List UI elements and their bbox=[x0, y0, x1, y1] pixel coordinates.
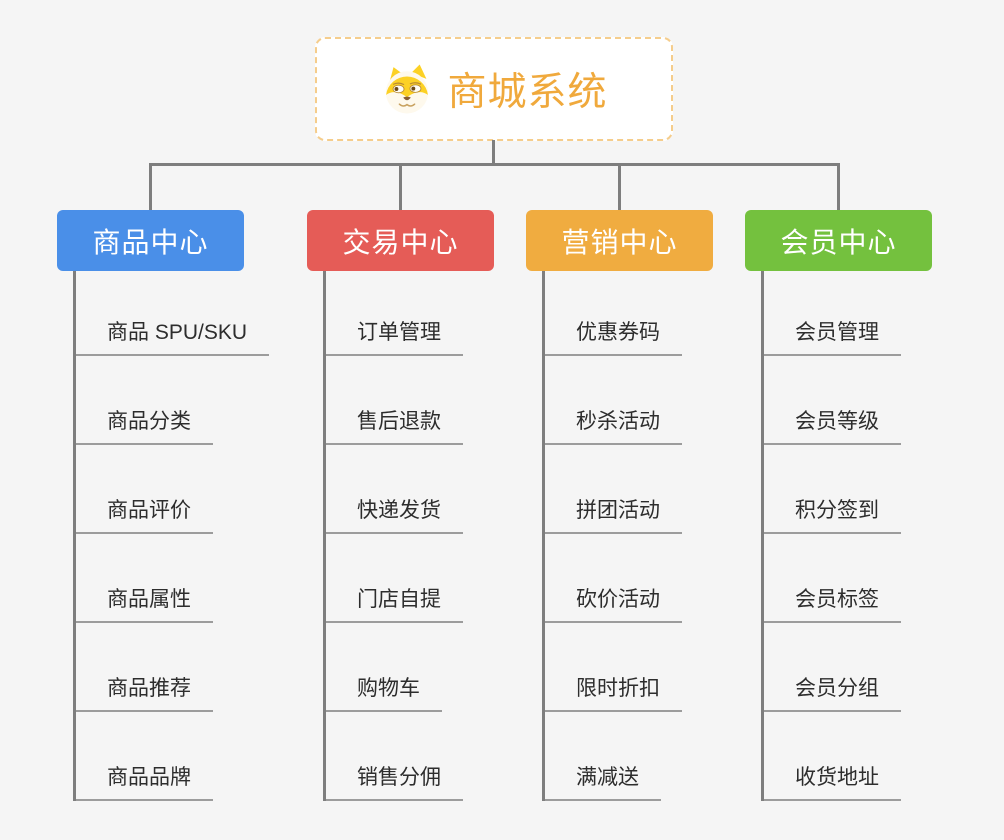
leaf-node-aftersale-refund[interactable]: 售后退款 bbox=[326, 356, 463, 445]
branch-node-trade-center[interactable]: 交易中心 bbox=[307, 210, 494, 271]
connector-stub-member bbox=[837, 163, 840, 210]
connector-horizontal-rail bbox=[149, 163, 840, 166]
branch-node-product-center[interactable]: 商品中心 bbox=[57, 210, 244, 271]
leaf-node-coupon-code[interactable]: 优惠券码 bbox=[545, 271, 682, 356]
dog-face-icon bbox=[386, 64, 429, 114]
root-title: 商城系统 bbox=[447, 71, 608, 114]
leaf-node-flash-sale[interactable]: 秒杀活动 bbox=[545, 356, 682, 445]
leaf-node-member-level[interactable]: 会员等级 bbox=[764, 356, 901, 445]
leaf-node-product-spu-sku[interactable]: 商品 SPU/SKU bbox=[76, 271, 270, 356]
leaf-node-bargain-activity[interactable]: 砍价活动 bbox=[545, 534, 682, 623]
leaf-node-product-brand[interactable]: 商品品牌 bbox=[76, 712, 213, 801]
leaf-node-shipping-address[interactable]: 收货地址 bbox=[764, 712, 901, 801]
leaf-node-member-tags[interactable]: 会员标签 bbox=[764, 534, 901, 623]
leaf-node-product-category[interactable]: 商品分类 bbox=[76, 356, 213, 445]
branch-label: 营销中心 bbox=[561, 226, 678, 258]
leaf-node-shopping-cart[interactable]: 购物车 bbox=[326, 623, 442, 712]
connector-stub-marketing bbox=[618, 163, 621, 210]
leaf-node-points-checkin[interactable]: 积分签到 bbox=[764, 445, 901, 534]
leaf-node-limited-time-discount[interactable]: 限时折扣 bbox=[545, 623, 682, 712]
leaf-node-store-pickup[interactable]: 门店自提 bbox=[326, 534, 463, 623]
branch-label: 商品中心 bbox=[92, 226, 209, 258]
leaf-node-express-shipping[interactable]: 快递发货 bbox=[326, 445, 463, 534]
branch-node-marketing-center[interactable]: 营销中心 bbox=[526, 210, 713, 271]
leaf-column-product: 商品 SPU/SKU 商品分类 商品评价 商品属性 商品推荐 商品品牌 bbox=[73, 271, 270, 801]
leaf-column-member: 会员管理 会员等级 积分签到 会员标签 会员分组 收货地址 bbox=[761, 271, 901, 801]
branch-label: 会员中心 bbox=[780, 226, 897, 258]
connector-stub-product bbox=[149, 163, 152, 210]
branch-node-member-center[interactable]: 会员中心 bbox=[745, 210, 932, 271]
leaf-column-trade: 订单管理 售后退款 快递发货 门店自提 购物车 销售分佣 bbox=[323, 271, 463, 801]
leaf-node-group-buying[interactable]: 拼团活动 bbox=[545, 445, 682, 534]
branch-label: 交易中心 bbox=[342, 226, 459, 258]
leaf-node-order-management[interactable]: 订单管理 bbox=[326, 271, 463, 356]
leaf-node-product-review[interactable]: 商品评价 bbox=[76, 445, 213, 534]
root-node-mall-system[interactable]: 商城系统 bbox=[315, 37, 673, 141]
leaf-node-product-attribute[interactable]: 商品属性 bbox=[76, 534, 213, 623]
leaf-node-member-groups[interactable]: 会员分组 bbox=[764, 623, 901, 712]
connector-root-vertical bbox=[492, 140, 495, 163]
leaf-node-product-recommend[interactable]: 商品推荐 bbox=[76, 623, 213, 712]
leaf-node-sales-commission[interactable]: 销售分佣 bbox=[326, 712, 463, 801]
leaf-node-spend-and-save[interactable]: 满减送 bbox=[545, 712, 661, 801]
leaf-node-member-management[interactable]: 会员管理 bbox=[764, 271, 901, 356]
connector-stub-trade bbox=[399, 163, 402, 210]
leaf-column-marketing: 优惠券码 秒杀活动 拼团活动 砍价活动 限时折扣 满减送 bbox=[542, 271, 682, 801]
